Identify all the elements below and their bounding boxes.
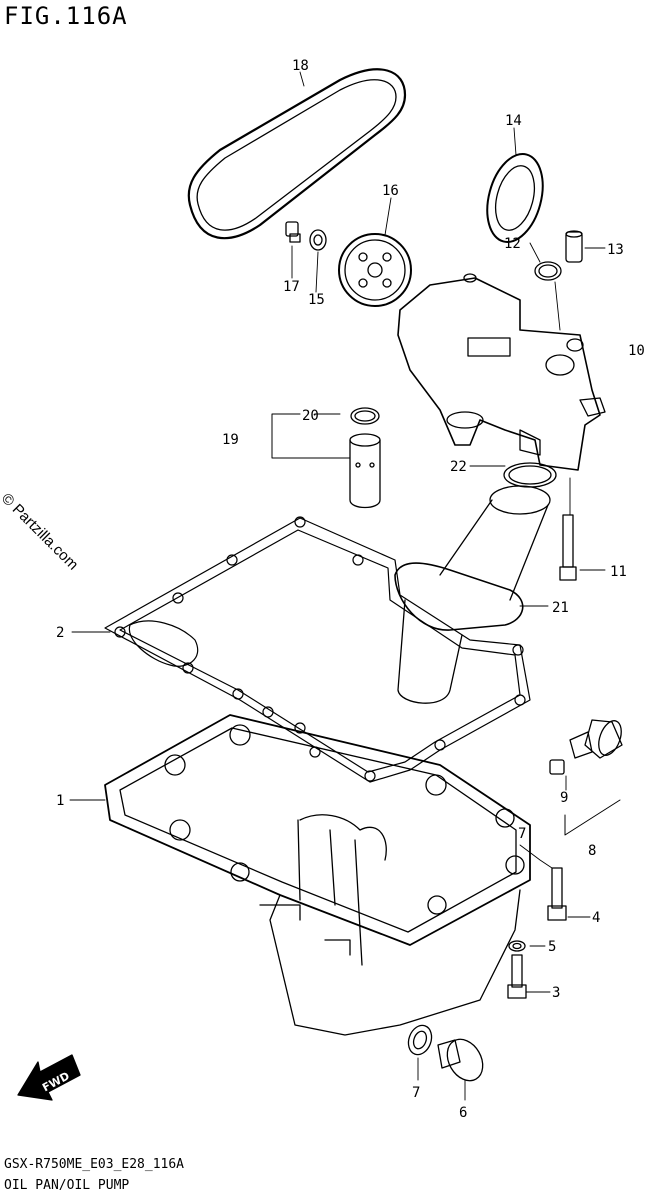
callout-16: 16 bbox=[382, 183, 399, 199]
washer-5 bbox=[508, 940, 526, 952]
section-title: OIL PAN/OIL PUMP bbox=[4, 1178, 130, 1193]
pipe-19 bbox=[349, 407, 381, 509]
callout-6: 6 bbox=[459, 1105, 467, 1121]
fwd-arrow: FWD bbox=[17, 1054, 81, 1101]
gasket-7 bbox=[407, 1024, 433, 1056]
callout-1: 1 bbox=[56, 793, 64, 809]
drive-chain bbox=[187, 68, 407, 240]
callout-5: 5 bbox=[548, 939, 556, 955]
oil-pan bbox=[104, 714, 531, 1036]
leader-lines bbox=[69, 71, 606, 1101]
sprocket-14 bbox=[486, 153, 544, 243]
callout-13: 13 bbox=[607, 242, 624, 258]
callout-12: 12 bbox=[504, 236, 521, 252]
model-code: GSX-R750ME_E03_E28_116A bbox=[4, 1157, 185, 1172]
oil-strainer bbox=[394, 485, 551, 704]
drain-plug-6 bbox=[437, 1038, 484, 1082]
callout-9: 9 bbox=[560, 790, 568, 806]
oil-pump-body bbox=[397, 273, 606, 471]
bracket-8 bbox=[564, 799, 621, 836]
figure-title: FIG.116A bbox=[4, 2, 128, 30]
callout-7-upper: 7 bbox=[518, 826, 526, 842]
dowel-13 bbox=[565, 230, 583, 263]
o-ring-22 bbox=[503, 462, 557, 488]
bolt-4 bbox=[547, 867, 567, 921]
callout-15: 15 bbox=[308, 292, 325, 308]
callout-20: 20 bbox=[302, 408, 319, 424]
callout-21: 21 bbox=[552, 600, 569, 616]
gasket-2 bbox=[104, 516, 531, 783]
bolt-17 bbox=[285, 221, 301, 243]
callout-14: 14 bbox=[505, 113, 522, 129]
callout-22: 22 bbox=[450, 459, 467, 475]
callout-3: 3 bbox=[552, 985, 560, 1001]
bolt-11 bbox=[559, 514, 577, 581]
callout-18: 18 bbox=[292, 58, 309, 74]
bracket-19 bbox=[271, 413, 351, 459]
callout-2: 2 bbox=[56, 625, 64, 641]
callout-7-lower: 7 bbox=[412, 1085, 420, 1101]
callout-17: 17 bbox=[283, 279, 300, 295]
washer-15 bbox=[309, 229, 327, 251]
callout-19: 19 bbox=[222, 432, 239, 448]
sprocket-16 bbox=[338, 233, 412, 307]
callout-10: 10 bbox=[628, 343, 645, 359]
bolt-3 bbox=[507, 954, 527, 999]
o-ring-12 bbox=[534, 261, 562, 281]
bolt-9 bbox=[549, 759, 565, 775]
callout-8: 8 bbox=[588, 843, 596, 859]
callout-11: 11 bbox=[610, 564, 627, 580]
callout-4: 4 bbox=[592, 910, 600, 926]
oil-pressure-switch bbox=[569, 719, 623, 759]
